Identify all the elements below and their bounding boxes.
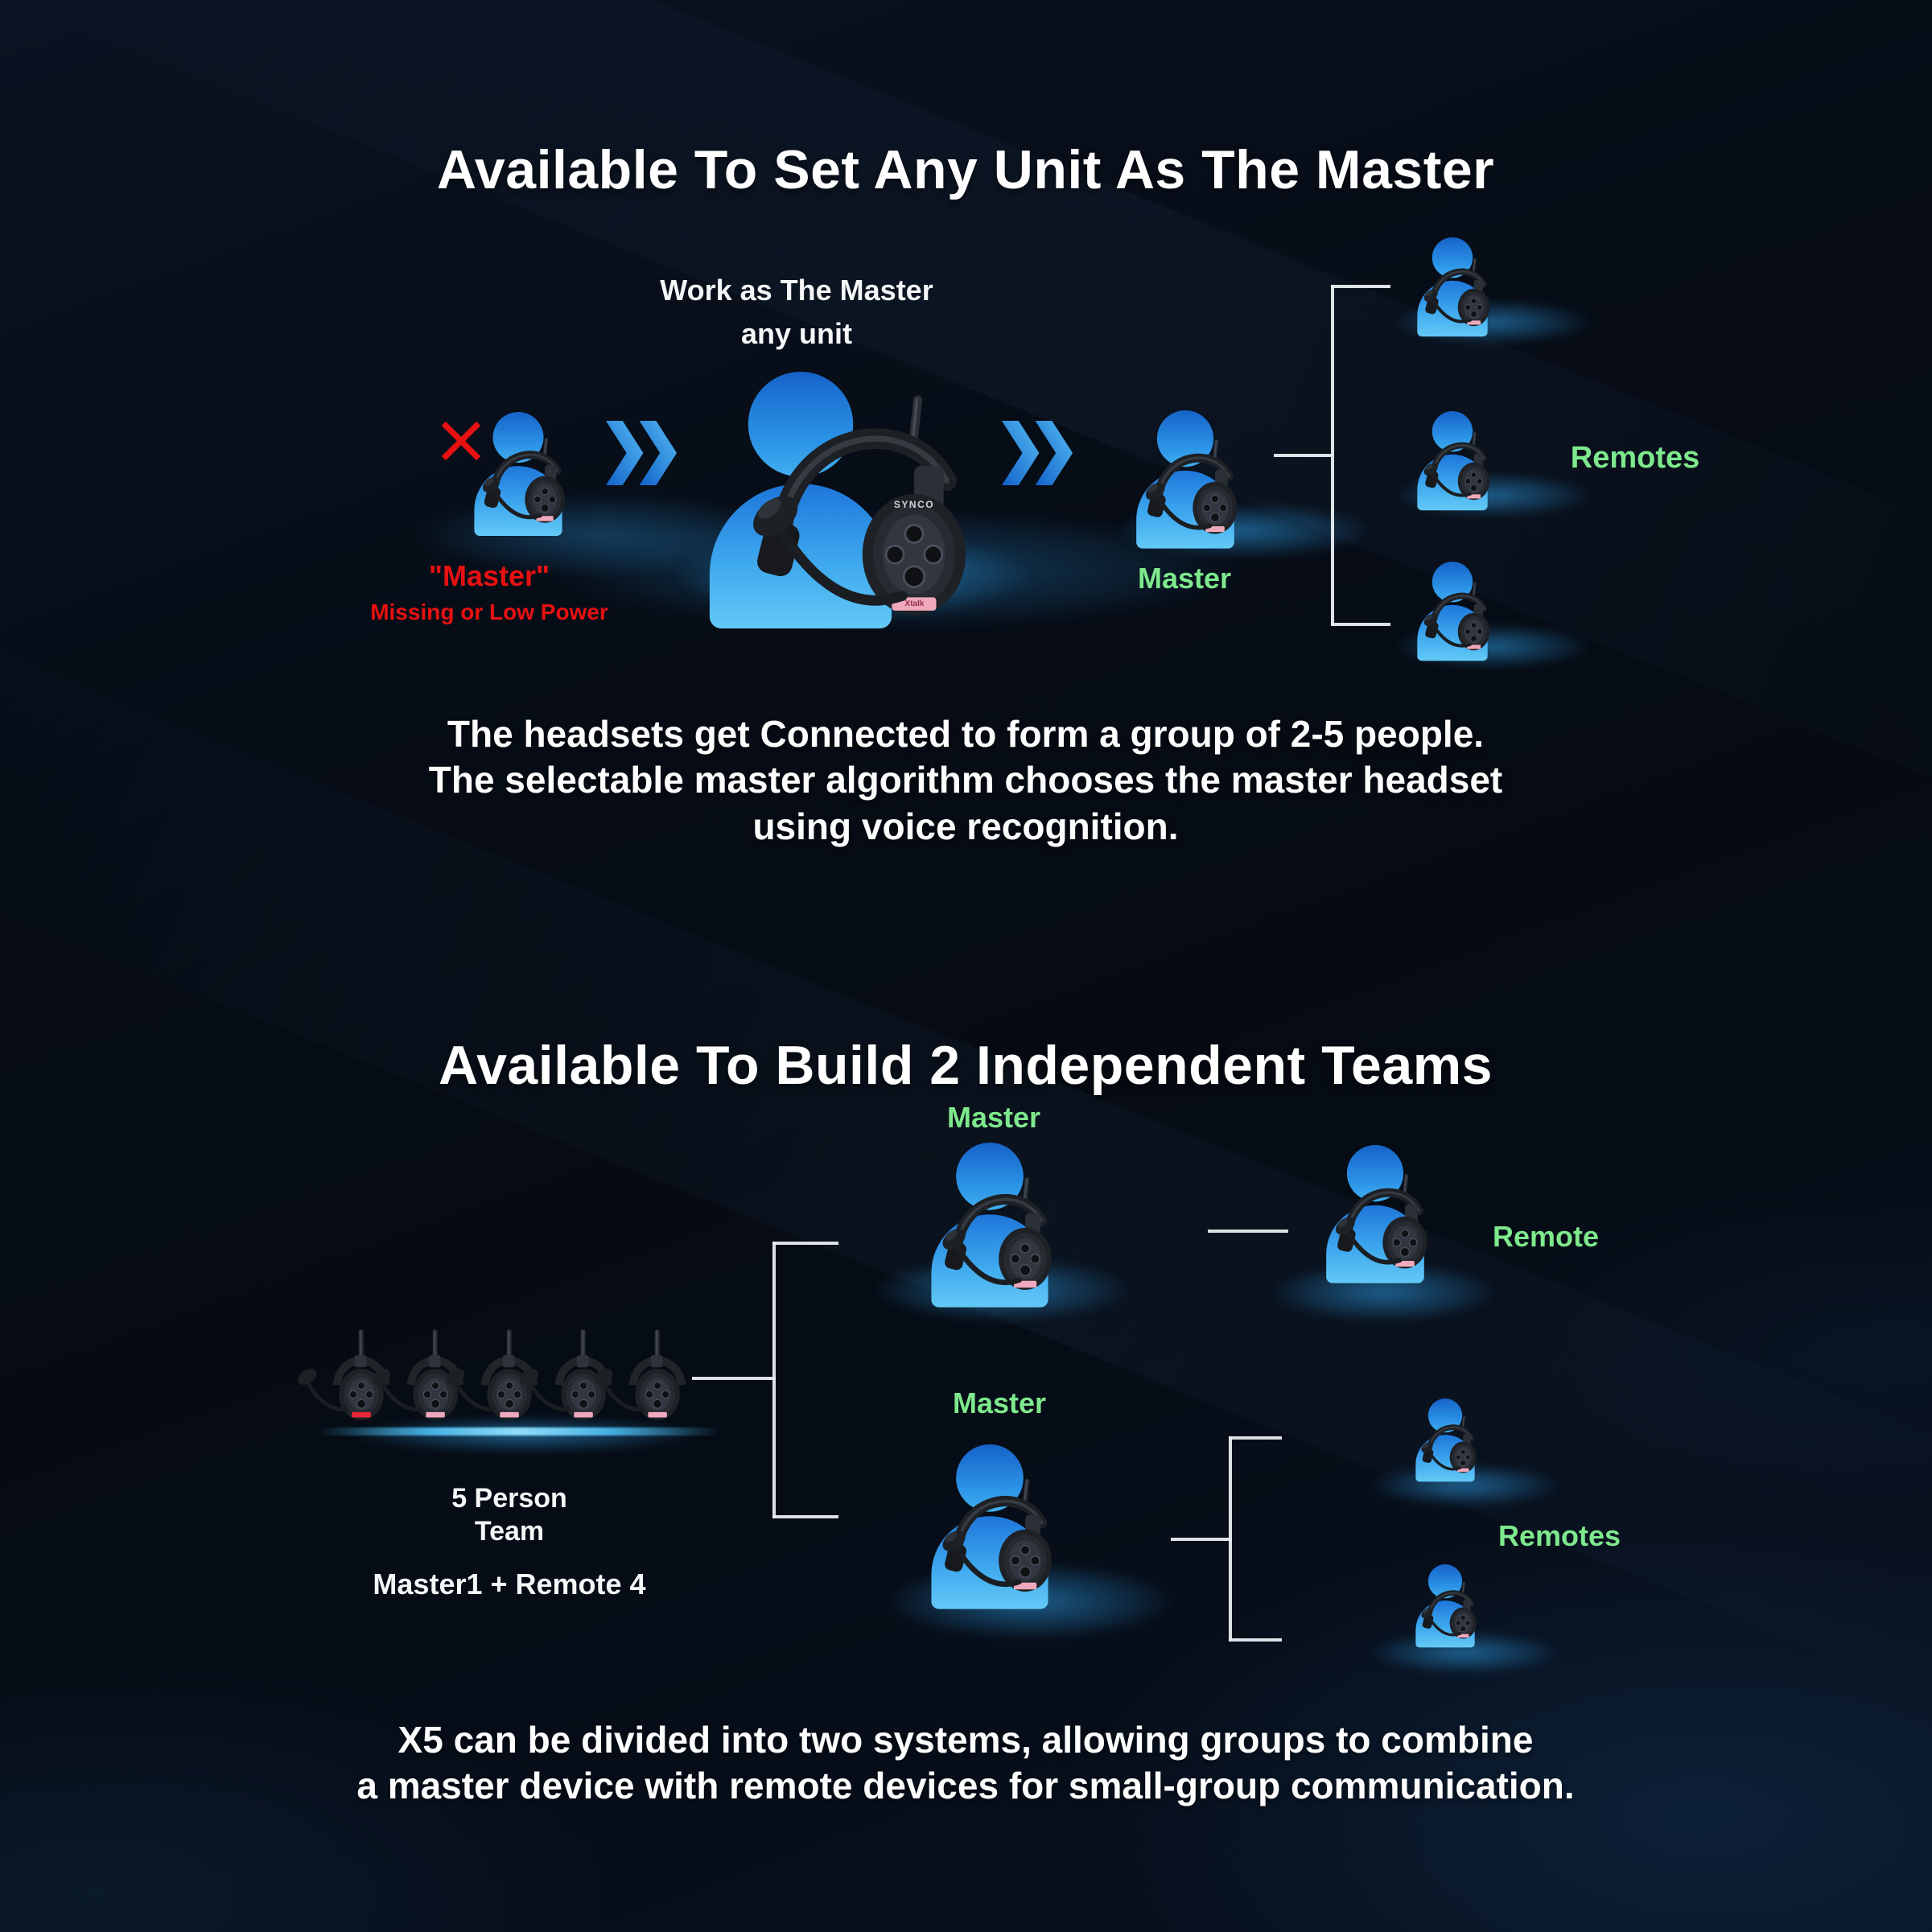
headset-icon [594, 1329, 709, 1438]
team-b-remotes-label: Remotes [1497, 1519, 1621, 1552]
connector-line [1331, 623, 1390, 626]
team-a-remote-label: Remote [1492, 1220, 1600, 1253]
connector-line [1331, 285, 1390, 288]
headset-icon [936, 1476, 1065, 1605]
headset-icon [1418, 1580, 1483, 1646]
connector-line [1331, 285, 1334, 626]
candidate-caption-line2: any unit [740, 317, 852, 350]
failed-master-figure [462, 412, 575, 536]
connector-line [772, 1242, 838, 1245]
team-a-remote-figure [1312, 1145, 1438, 1283]
candidate-unit-figure [684, 372, 917, 628]
headset-icon [1330, 1172, 1438, 1279]
connector-line [1229, 1638, 1282, 1642]
headset-icon [1418, 1415, 1483, 1480]
kit-size-line1: 5 Person [451, 1483, 567, 1514]
connector-line [1208, 1230, 1288, 1233]
connector-line [692, 1377, 776, 1380]
remote-figure [1407, 237, 1497, 337]
remote-figure [1407, 411, 1497, 511]
team-b-master-figure [915, 1444, 1065, 1609]
team-a-master-label: Master [946, 1101, 1041, 1134]
headset-icon [936, 1174, 1065, 1303]
x-mark-icon [441, 421, 481, 461]
kit-composition: Master1 + Remote 4 [373, 1567, 646, 1600]
failed-master-status: Missing or Low Power [370, 599, 608, 624]
headset-icon [740, 389, 991, 641]
connector-line [772, 1515, 838, 1518]
master-figure [1123, 410, 1248, 549]
chevron-arrow-icon [606, 416, 677, 490]
connector-line [772, 1242, 776, 1518]
team-b-remote-figure [1407, 1399, 1483, 1482]
connector-line [1229, 1436, 1232, 1642]
kit-size-line2: Team [474, 1516, 545, 1547]
headset-icon [1420, 581, 1497, 658]
headset-icon [478, 435, 575, 532]
section1-description-line2: The selectable master algorithm chooses … [428, 759, 1503, 801]
candidate-caption-line1: Work as The Master [660, 274, 933, 307]
headset-brand-label: SYNCO [893, 499, 935, 510]
section2-description-line2: a master device with remote devices for … [356, 1765, 1575, 1806]
headset-icon [1140, 437, 1248, 545]
connector-line [1229, 1436, 1282, 1440]
connector-line [1274, 454, 1333, 457]
connector-line [1171, 1538, 1232, 1541]
team-b-master-label: Master [952, 1386, 1047, 1419]
failed-master-name: "Master" [428, 559, 550, 592]
section2-description-line1: X5 can be divided into two systems, allo… [398, 1719, 1534, 1761]
headset-icon [1420, 430, 1497, 508]
team-a-master-figure [915, 1143, 1065, 1308]
headset-model-label: Xtalk [904, 599, 925, 608]
chevron-arrow-icon [1002, 416, 1073, 490]
master-label: Master [1137, 562, 1232, 595]
section1-description-line3: using voice recognition. [752, 805, 1179, 847]
headset-icon [1420, 257, 1497, 334]
section2-title: Available To Build 2 Independent Teams [439, 1035, 1493, 1096]
remote-figure [1407, 562, 1497, 661]
remotes-label: Remotes [1570, 441, 1700, 475]
section1-title: Available To Set Any Unit As The Master [436, 139, 1495, 200]
team-b-remote-figure [1407, 1564, 1483, 1648]
section1-description-line1: The headsets get Connected to form a gro… [447, 713, 1485, 755]
